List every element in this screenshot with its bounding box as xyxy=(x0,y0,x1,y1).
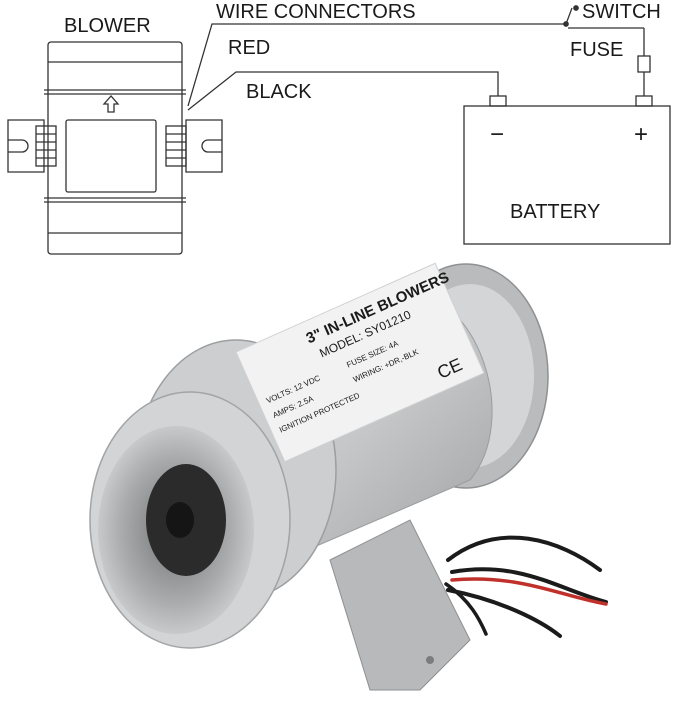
positive-terminal xyxy=(635,95,653,107)
blower-product: 3" IN-LINE BLOWERS MODEL: SY01210 VOLTS:… xyxy=(89,262,608,691)
blower-schematic xyxy=(7,41,223,255)
battery-box xyxy=(463,95,671,245)
wire-connectors-label: WIRE CONNECTORS xyxy=(216,1,416,23)
battery-label: BATTERY xyxy=(510,201,600,223)
minus-symbol: − xyxy=(490,121,504,148)
switch-label: SWITCH xyxy=(582,1,661,23)
switch-lever xyxy=(565,7,573,25)
fuse-symbol xyxy=(637,55,651,73)
negative-terminal xyxy=(489,95,507,107)
black-label: BLACK xyxy=(246,81,312,103)
plus-symbol: + xyxy=(634,121,648,148)
black-wire-line xyxy=(187,71,499,111)
red-label: RED xyxy=(228,37,270,59)
blower-label: BLOWER xyxy=(64,15,151,37)
wires xyxy=(187,5,651,111)
fuse-label: FUSE xyxy=(570,39,623,61)
mounting-foot xyxy=(329,519,471,691)
product-wires xyxy=(444,535,608,638)
red-wire-line xyxy=(187,23,566,107)
